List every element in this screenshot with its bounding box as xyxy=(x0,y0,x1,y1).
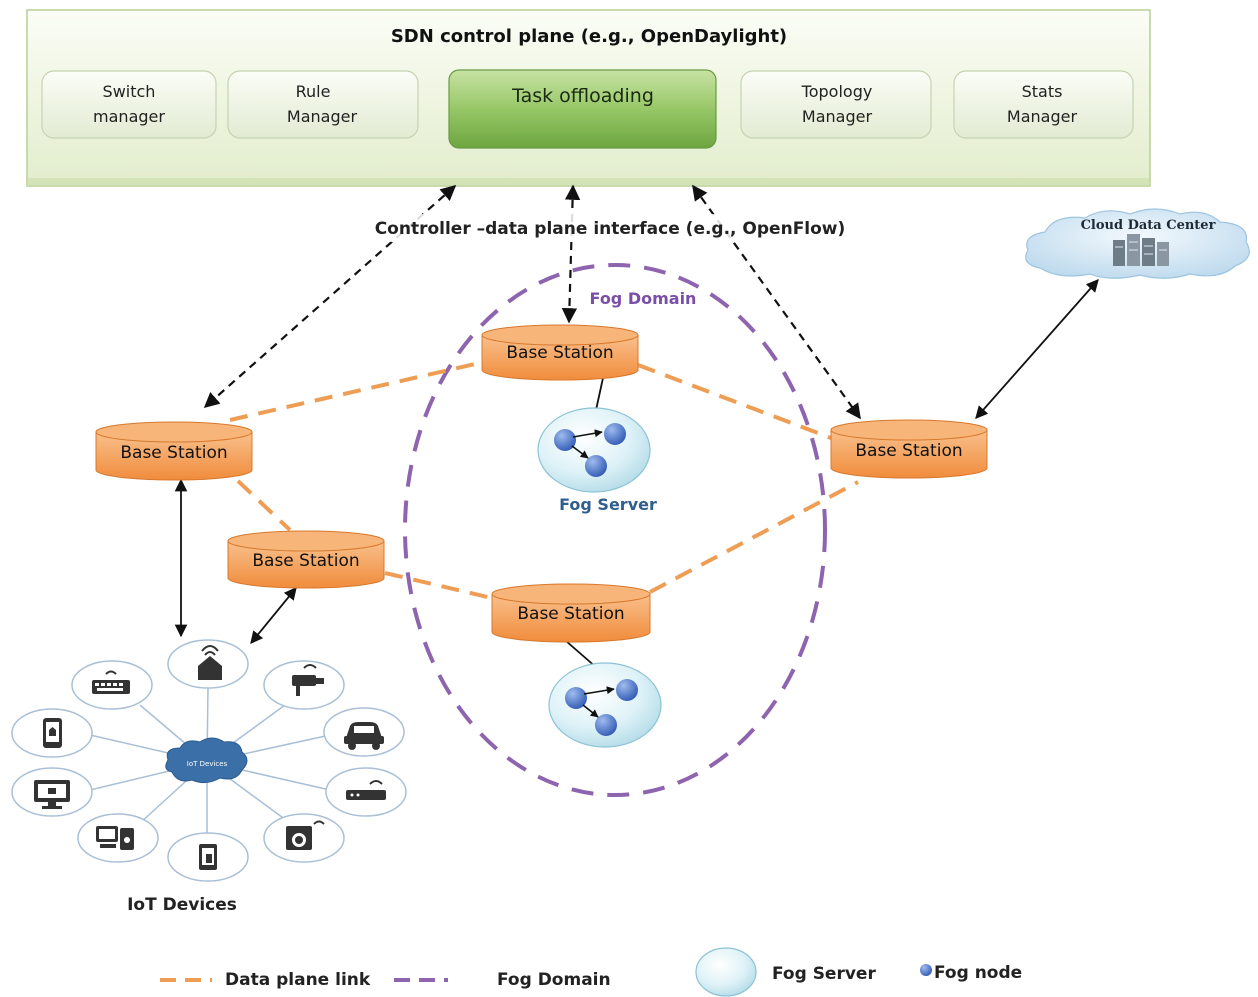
fog-node-icon xyxy=(595,714,617,736)
legend-fog-server-swatch xyxy=(695,947,757,997)
module-label-line1: Stats xyxy=(1022,82,1063,101)
control-link-center xyxy=(561,184,581,324)
module-label-line2: manager xyxy=(93,107,165,126)
legend-data-plane-link: Data plane link xyxy=(225,970,371,990)
security-camera-icon[interactable] xyxy=(263,660,345,710)
iot-caption: IoT Devices xyxy=(127,895,237,915)
iot-hub-label: IoT Devices xyxy=(187,760,228,768)
bs-fog-link xyxy=(595,377,604,411)
fog-domain-boundary xyxy=(403,263,827,797)
module-rule-manager[interactable]: Rule Manager xyxy=(227,70,419,139)
fog-node-icon xyxy=(585,455,607,477)
base-station-top[interactable]: Base Station xyxy=(481,324,639,381)
tablet-icon[interactable] xyxy=(167,832,249,882)
module-label-line1: Topology xyxy=(801,82,873,101)
control-plane-title: SDN control plane (e.g., OpenDaylight) xyxy=(391,26,787,47)
module-label-line1: Rule xyxy=(296,82,331,101)
smart-appliance-icon[interactable] xyxy=(77,813,159,863)
keyboard-icon[interactable] xyxy=(71,660,153,710)
base-station-right[interactable]: Base Station xyxy=(830,419,988,479)
smart-home-icon[interactable] xyxy=(167,639,249,689)
base-station-label: Base Station xyxy=(517,604,624,624)
module-topology-manager[interactable]: Topology Manager xyxy=(740,70,932,139)
base-station-label: Base Station xyxy=(120,443,227,463)
washing-machine-icon[interactable] xyxy=(263,813,345,863)
data-plane-link xyxy=(236,479,292,532)
cloud-data-center[interactable]: Cloud Data Center xyxy=(1025,208,1250,279)
bs-iot-link xyxy=(250,587,297,644)
module-switch-manager[interactable]: Switch manager xyxy=(41,70,217,139)
fog-server-label: Fog Server xyxy=(559,495,657,514)
fog-domain-label: Fog Domain xyxy=(590,289,697,308)
interface-label: Controller –data plane interface (e.g., … xyxy=(375,219,846,239)
module-label-line1: Switch xyxy=(103,82,156,101)
base-station-lower-left[interactable]: Base Station xyxy=(227,530,385,589)
fog-server-bottom[interactable] xyxy=(548,662,662,748)
car-icon[interactable] xyxy=(323,707,405,757)
bs-cloud-link xyxy=(975,279,1099,419)
data-plane-link xyxy=(637,363,832,440)
smartphone-icon[interactable] xyxy=(11,708,93,758)
legend: Data plane link Fog Domain Fog Server Fo… xyxy=(160,947,1022,997)
server-rack-icon xyxy=(1113,234,1169,266)
base-station-bottom[interactable]: Base Station xyxy=(491,583,651,643)
module-stats-manager[interactable]: Stats Manager xyxy=(953,70,1134,139)
fog-server-top[interactable] xyxy=(537,407,651,493)
router-icon[interactable] xyxy=(325,767,407,817)
base-station-label: Base Station xyxy=(855,441,962,461)
data-plane-link xyxy=(384,571,493,600)
iot-hub: IoT Devices xyxy=(165,737,248,784)
module-task-offloading[interactable]: Task offloading xyxy=(448,69,717,149)
cloud-label: Cloud Data Center xyxy=(1081,218,1216,233)
fog-node-icon xyxy=(554,429,576,451)
fog-node-icon xyxy=(604,423,626,445)
data-plane-link xyxy=(649,480,859,594)
monitor-icon[interactable] xyxy=(11,767,93,817)
fog-node-icon xyxy=(565,687,587,709)
legend-fog-node-swatch xyxy=(920,964,932,976)
base-station-left[interactable]: Base Station xyxy=(95,421,253,481)
legend-fog-domain: Fog Domain xyxy=(497,970,611,990)
iot-devices-cluster: IoT Devices xyxy=(11,639,407,915)
base-station-label: Base Station xyxy=(506,343,613,363)
legend-fog-server: Fog Server xyxy=(772,964,876,984)
module-label-line2: Manager xyxy=(802,107,873,126)
base-station-label: Base Station xyxy=(252,551,359,571)
fog-node-icon xyxy=(616,679,638,701)
module-label-line2: Manager xyxy=(1007,107,1078,126)
module-label-line1: Task offloading xyxy=(511,85,654,107)
module-label-line2: Manager xyxy=(287,107,358,126)
legend-fog-node: Fog node xyxy=(934,963,1022,983)
